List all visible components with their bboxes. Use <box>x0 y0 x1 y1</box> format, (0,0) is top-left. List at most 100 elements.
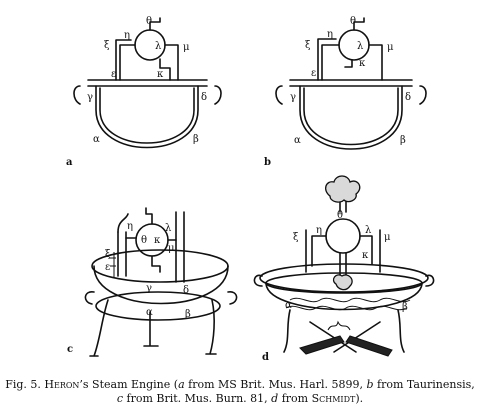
label-lambda-d: λ <box>365 225 372 236</box>
caption-source-a: from MS Brit. Mus. Harl. 5899, <box>184 378 367 391</box>
gauge-marks-c <box>110 252 116 278</box>
pipe-left-b <box>321 44 340 81</box>
handles-d <box>253 274 435 287</box>
figure-illustration: θ η ξ λ μ κ ε γ δ α β a θ η ξ λ μ κ ε γ … <box>66 16 435 363</box>
nozzle-top-a <box>149 17 161 31</box>
panel-c: η θ κ λ μ ξ ε γ δ α β c <box>67 207 238 357</box>
label-epsilon-c: ε <box>105 262 110 273</box>
label-beta-d: β <box>402 302 408 313</box>
label-kappa-d: κ <box>362 250 369 261</box>
plate-label-a: a <box>66 157 73 168</box>
label-kappa-b: κ <box>359 58 366 69</box>
sphere-b <box>338 29 370 61</box>
pipe-right-a <box>164 44 179 81</box>
label-delta-b: δ <box>405 92 411 103</box>
tripod-ring-c <box>95 291 221 321</box>
label-mu-d: μ <box>384 232 391 243</box>
plate-label-b: b <box>264 157 271 168</box>
bowl-a <box>95 85 199 149</box>
leg-left-c <box>89 299 109 357</box>
label-eta-d: η <box>316 225 322 236</box>
steam-jet-d <box>339 201 347 213</box>
pipe-left-a <box>119 44 136 81</box>
label-theta-b: θ <box>350 16 356 27</box>
panel-a: θ η ξ λ μ κ ε γ δ α β a <box>66 16 222 168</box>
label-alpha-d: α <box>285 300 292 311</box>
caption-end: ). <box>355 392 364 405</box>
handles-a <box>73 85 222 105</box>
handles-b <box>275 85 427 105</box>
pipe-right-c <box>175 211 185 283</box>
flames-d <box>327 320 351 331</box>
figure-caption: Fig. 5. Heron’s Steam Engine (a from MS … <box>0 378 480 406</box>
label-lambda-c: λ <box>165 223 172 234</box>
label-beta-c: β <box>185 309 191 320</box>
label-gamma-c: γ <box>146 283 152 294</box>
label-mu-a: μ <box>183 42 190 53</box>
label-delta-c: δ <box>183 285 189 296</box>
label-epsilon-a: ε <box>111 69 116 80</box>
bowl-b <box>299 85 403 150</box>
caption-fig-number: Fig. 5. <box>5 378 41 391</box>
caption-line-1: Fig. 5. Heron’s Steam Engine (a from MS … <box>0 378 480 392</box>
tripod-cross-d <box>309 321 381 353</box>
pipe-left-top-c <box>117 213 129 233</box>
water-wave-2-d <box>285 305 407 311</box>
bowl-inner-a <box>99 87 195 144</box>
sphere-d <box>325 218 361 254</box>
tripod-legs-d <box>283 309 405 353</box>
panel-d: θ ξ η λ μ κ α β d <box>253 175 435 363</box>
panel-b: θ η ξ λ μ κ ε γ δ α β b <box>264 16 427 168</box>
label-gamma-b: γ <box>290 92 296 103</box>
label-eta-c: η <box>127 221 133 232</box>
label-lambda-b: λ <box>357 41 364 52</box>
label-xi-b: ξ <box>305 40 311 51</box>
label-theta-a: θ <box>146 16 152 27</box>
pipe-kappa-b <box>344 59 353 68</box>
nozzles-c <box>145 207 161 273</box>
caption-key-c: c <box>116 392 124 405</box>
plate-label-c: c <box>67 344 73 355</box>
label-mu-b: μ <box>387 42 394 53</box>
caption-source-c: from Brit. Mus. Burn. 81, <box>123 392 272 405</box>
caption-key-d: d <box>271 392 279 405</box>
caption-source-b: from Taurinensis, <box>373 378 475 391</box>
label-delta-a: δ <box>201 92 207 103</box>
label-gamma-a: γ <box>87 92 93 103</box>
pipe-left-outer-a <box>115 39 132 81</box>
pipe-kappa-a <box>159 58 171 81</box>
cauldron-body-c <box>93 265 229 305</box>
leg-right-c <box>205 299 217 355</box>
label-lambda-a: λ <box>155 41 162 52</box>
label-eta-a: η <box>124 30 130 41</box>
steam-puff-d <box>324 175 361 203</box>
label-theta-c: θ <box>141 235 147 246</box>
plate-label-d: d <box>262 352 269 363</box>
label-beta-b: β <box>400 135 406 146</box>
caption-key-b: b <box>366 378 374 391</box>
label-theta-d: θ <box>337 210 343 221</box>
log-2-d <box>345 335 393 357</box>
pipe-left-outer-b <box>317 38 337 81</box>
caption-source-d-from: from <box>278 392 312 405</box>
caption-source-d-name: Schmidt <box>311 392 356 405</box>
handles-c <box>84 291 238 305</box>
label-alpha-c: α <box>146 307 153 318</box>
label-eta-b: η <box>327 29 333 40</box>
label-kappa-c: κ <box>154 235 161 246</box>
label-xi-c: ξ <box>105 249 111 260</box>
label-kappa-a: κ <box>157 69 164 80</box>
label-epsilon-b: ε <box>311 68 316 79</box>
cauldron-lid-c <box>91 249 229 283</box>
log-1-d <box>299 335 345 355</box>
caption-author: Heron <box>44 378 80 391</box>
pipe-right-b <box>368 44 383 81</box>
leg-middle-c <box>143 311 159 347</box>
label-beta-a: β <box>193 134 199 145</box>
caption-title: ’s Steam Engine ( <box>79 378 179 391</box>
cauldron-rim-d <box>259 263 429 293</box>
water-wave-1-d <box>289 297 411 303</box>
label-xi-d: ξ <box>293 232 299 243</box>
label-mu-c: μ <box>168 243 175 254</box>
inner-steam-d <box>332 274 353 291</box>
